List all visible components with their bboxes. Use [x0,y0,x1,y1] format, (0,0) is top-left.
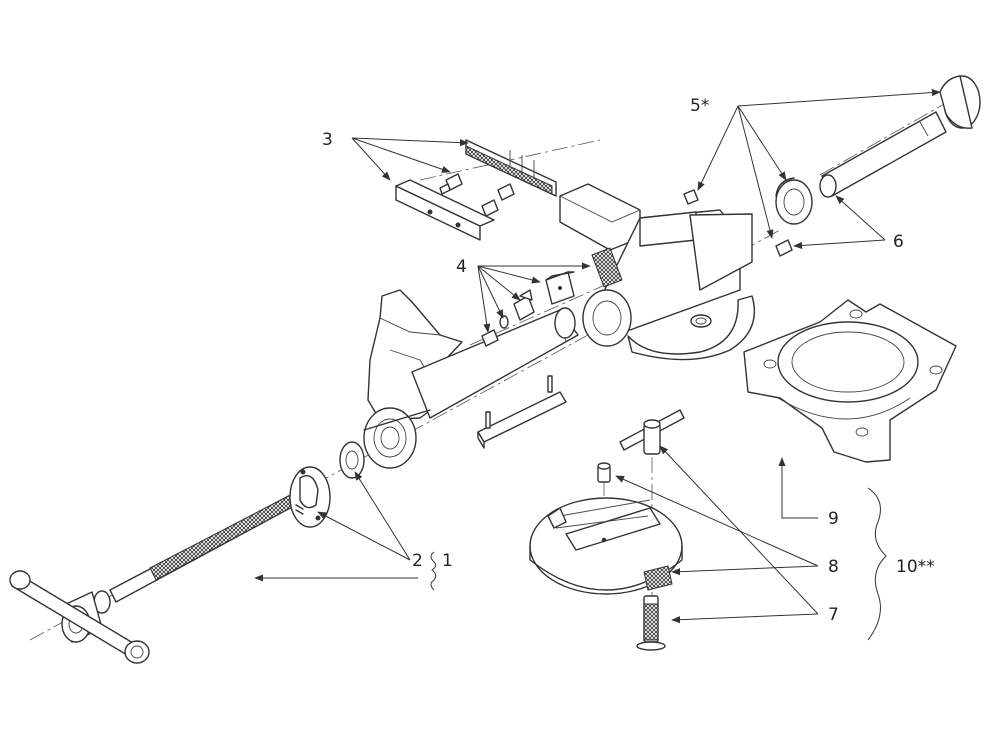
spindle-assembly [9,488,307,664]
lock-bolt [636,595,666,651]
label-part-3: 3 [322,130,333,150]
leader-lines [254,88,941,641]
label-part-9: 9 [828,509,839,529]
label-part-7: 7 [828,605,839,625]
clip [513,289,535,321]
label-part-2: 2 [412,551,423,571]
pivot-pin-long [819,111,947,198]
roll-pin-lower [775,239,793,257]
label-part-1: 1 [442,551,453,571]
label-part-5: 5* [690,96,709,116]
threaded-screw [109,488,307,603]
thrust-flange [289,466,331,528]
label-part-6: 6 [893,232,904,252]
rear-jaw-body [559,183,756,361]
bushing-ring [775,177,813,225]
swivel-base [743,299,957,463]
guide-rail [477,375,567,449]
washer-small [499,315,509,329]
front-jaw [363,289,579,469]
washer [339,441,365,479]
insert-screws [439,173,515,217]
lock-plate [529,497,683,595]
nut-block [545,271,575,305]
pin-small [597,462,611,483]
roll-pin-upper [683,189,699,205]
jaw-insert-plain [395,179,495,241]
part-labels: 3 4 5* 6 2 1 9 8 7 10** [322,96,935,625]
end-cap [939,75,981,129]
label-part-8: 8 [828,557,839,577]
label-part-10: 10** [896,557,935,577]
jaw-insert-knurled [465,139,557,197]
t-handle [619,409,685,455]
label-part-4: 4 [456,257,467,277]
handle-bar [9,570,150,664]
